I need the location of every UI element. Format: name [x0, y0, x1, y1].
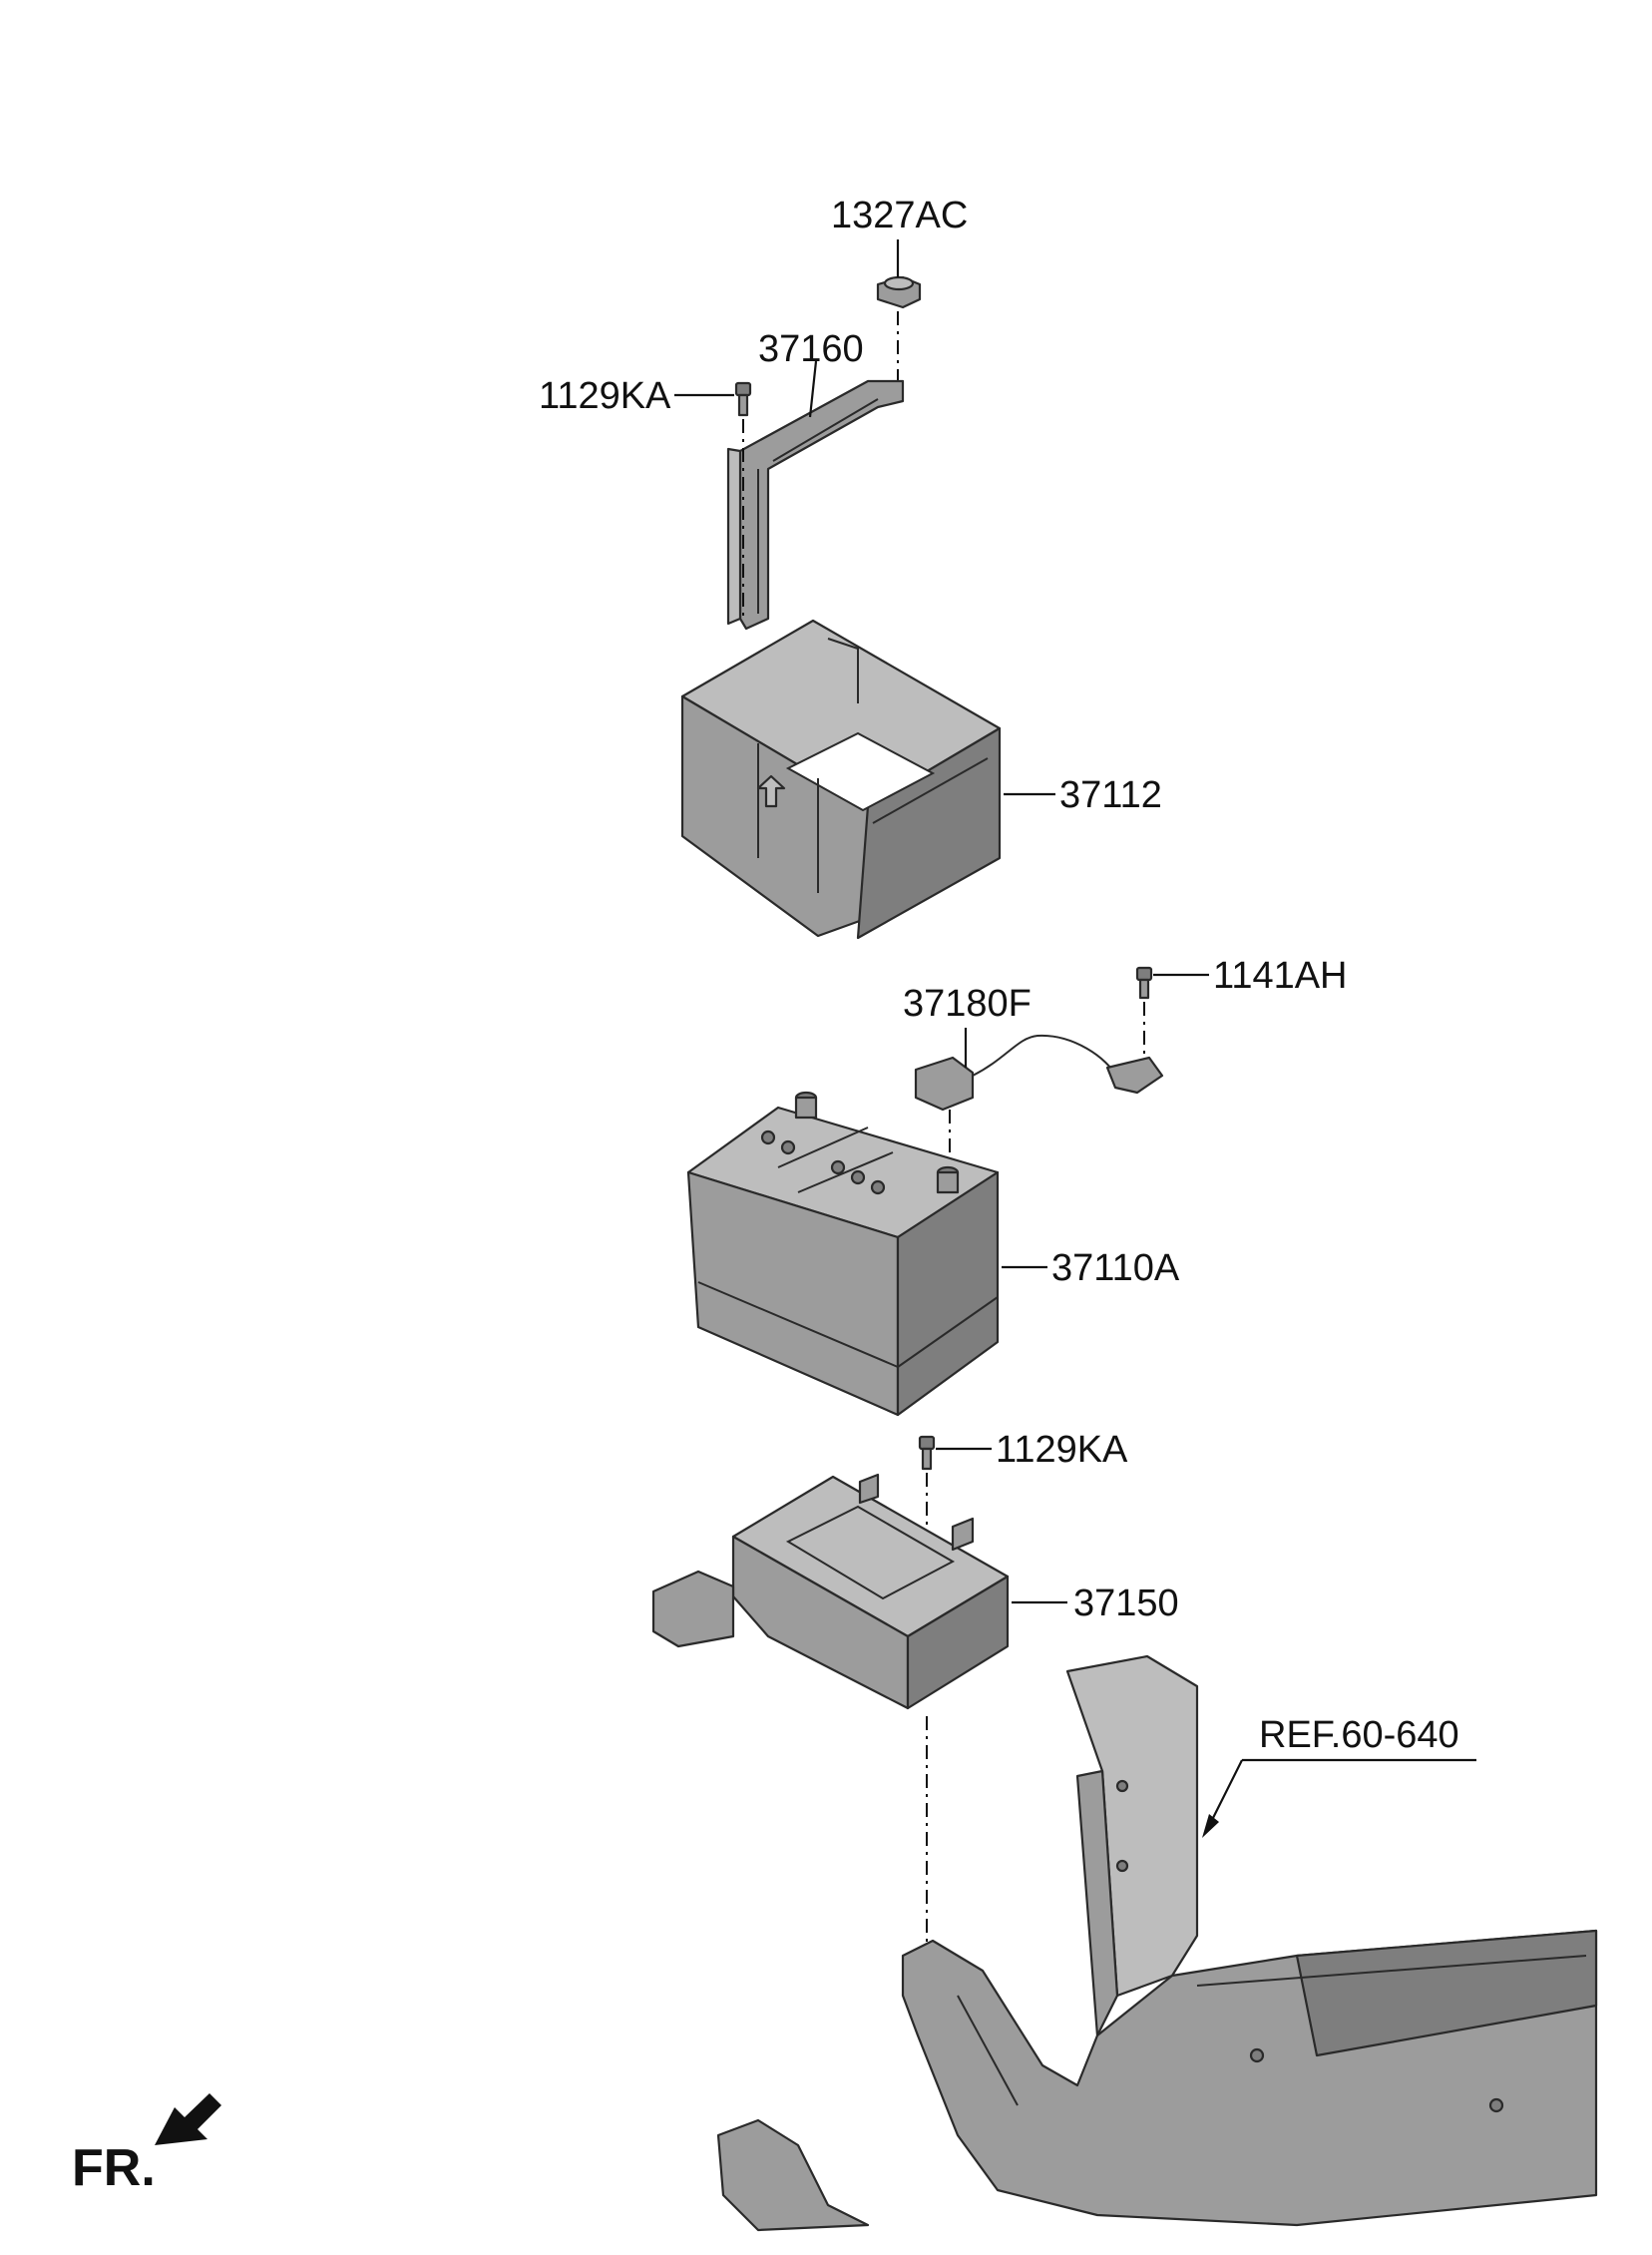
callout-37160: 37160 — [758, 328, 864, 370]
bolt-upper-part — [734, 381, 752, 417]
nut-part — [876, 275, 922, 309]
callout-1129KA-upper: 1129KA — [539, 375, 671, 417]
front-direction-arrow-icon — [155, 2093, 221, 2145]
bolt-cable-part — [1135, 966, 1153, 1000]
callout-1327AC: 1327AC — [831, 195, 968, 236]
callout-37112: 37112 — [1059, 774, 1162, 816]
reference-arrowhead — [1202, 1814, 1219, 1838]
battery-part — [686, 1091, 1000, 1417]
tray-part — [651, 1473, 1010, 1710]
callout-37110A: 37110A — [1051, 1247, 1180, 1289]
front-direction-indicator: FR. — [72, 2093, 221, 2197]
callout-37150: 37150 — [1073, 1582, 1179, 1624]
callout-1141AH: 1141AH — [1213, 955, 1348, 997]
bolt-lower-part — [918, 1435, 936, 1471]
body-structure-part — [716, 1654, 1598, 2232]
callout-REF-60-640: REF.60-640 — [1259, 1714, 1459, 1756]
bracket-part — [726, 379, 905, 631]
battery-cover-part — [680, 619, 1002, 940]
callout-1129KA-lower: 1129KA — [996, 1429, 1128, 1471]
callout-37180F: 37180F — [903, 983, 1032, 1025]
leader-bracket — [808, 360, 818, 418]
cable-part — [914, 1034, 1164, 1112]
leader-reference-diag — [1208, 1759, 1243, 1827]
front-label: FR. — [72, 2139, 156, 2197]
